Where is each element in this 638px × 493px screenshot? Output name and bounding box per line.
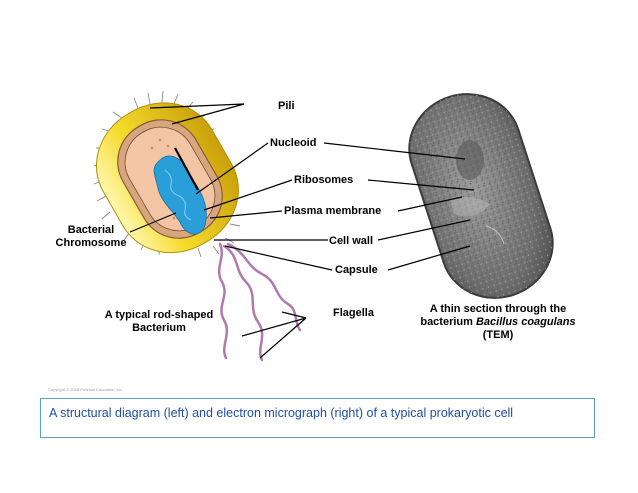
label-rod-bacterium: A typical rod-shaped Bacterium (84, 309, 234, 335)
label-rod-line1: A typical rod-shaped (104, 309, 214, 321)
label-plasma-membrane: Plasma membrane (284, 205, 382, 217)
label-cell-wall: Cell wall (329, 235, 374, 247)
label-capsule: Capsule (335, 264, 378, 276)
pili-leader (149, 103, 245, 125)
capsule-leader-left (224, 245, 333, 271)
copyright-notice: Copyright © 2008 Pearson Education, Inc. (48, 387, 123, 392)
flagella (217, 242, 302, 362)
tem-micrograph (408, 93, 554, 299)
label-tem-species: Bacillus coagulans (475, 316, 576, 328)
label-tem-line3: (TEM) (482, 329, 514, 341)
plasma-membrane-leader-left (209, 210, 283, 219)
nucleoid-leader-left (195, 142, 269, 195)
chromosome-leader (129, 212, 177, 233)
label-rod-line2: Bacterium (132, 322, 186, 334)
label-bacterial-chromosome: Bacterial Chromosome (46, 224, 136, 250)
label-ribosomes: Ribosomes (294, 174, 354, 186)
rod-bacterium-illustration (93, 90, 302, 362)
label-nucleoid: Nucleoid (270, 137, 317, 149)
capsule-leader-right (387, 245, 471, 271)
label-tem-line2: bacterium Bacillus coagulans (398, 316, 598, 329)
label-tem-line2-prefix: bacterium (420, 316, 476, 328)
label-pili: Pili (278, 100, 295, 112)
leader-lines (129, 103, 475, 359)
figure-caption: A structural diagram (left) and electron… (49, 406, 514, 420)
plasma-membrane-leader-right (397, 196, 463, 212)
ribosomes-leader-left (203, 179, 293, 211)
nucleoid-bracket (174, 147, 199, 191)
ribosomes-leader-right (367, 179, 475, 191)
cell-wall-leader-right (377, 219, 471, 241)
caption-box: A structural diagram (left) and electron… (40, 398, 595, 438)
label-tem-line1: A thin section through the (429, 303, 567, 315)
label-bacterial-chromosome-line2: Chromosome (55, 237, 127, 249)
flagella-leader (241, 311, 307, 359)
label-bacterial-chromosome-line1: Bacterial (67, 224, 115, 236)
label-flagella: Flagella (333, 307, 374, 319)
nucleoid-leader-right (323, 142, 466, 160)
label-tem: A thin section through the bacterium Bac… (398, 303, 598, 342)
